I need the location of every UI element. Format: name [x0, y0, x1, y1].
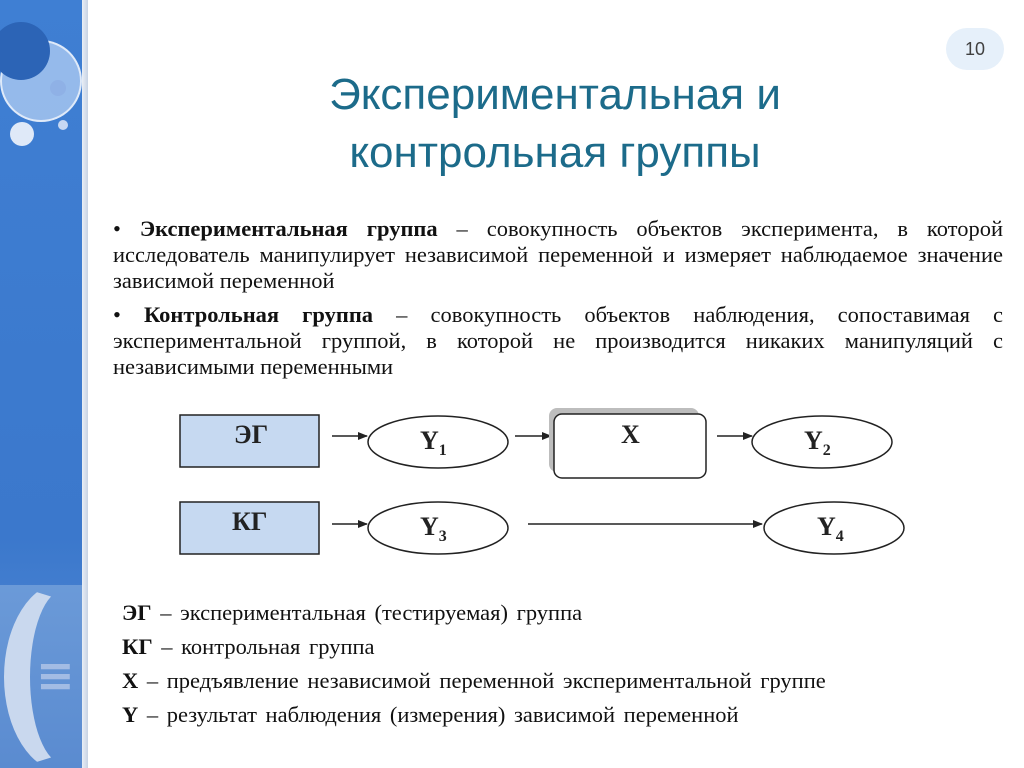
legend-text: – результат наблюдения (измерения) завис… — [138, 702, 738, 727]
title-line: Экспериментальная и — [180, 66, 930, 124]
legend-term: ЭГ — [122, 600, 152, 625]
definition-term: Экспериментальная группа — [140, 216, 438, 241]
kg-label: КГ — [232, 507, 267, 537]
legend-item: X – предъявление независимой переменной … — [122, 664, 1002, 698]
x-label: X — [621, 420, 640, 450]
legend-term: Y — [122, 702, 138, 727]
sidebar-edge — [82, 0, 88, 768]
legend-text: – предъявление независимой переменной эк… — [138, 668, 826, 693]
y4-label: Y4 — [817, 512, 844, 546]
legend-text: – контрольная группа — [153, 634, 375, 659]
eg-label: ЭГ — [234, 420, 268, 450]
definition-item: • Экспериментальная группа – совокупност… — [113, 216, 1003, 294]
definition-item: • Контрольная группа – совокупность объе… — [113, 302, 1003, 380]
legend-list: ЭГ – экспериментальная (тестируемая) гру… — [122, 596, 1002, 732]
definitions-list: • Экспериментальная группа – совокупност… — [113, 216, 1003, 388]
y3-label: Y3 — [420, 512, 447, 546]
bullet: • — [113, 216, 121, 241]
logo-mark-icon: ≡ — [36, 650, 66, 700]
legend-item: КГ – контрольная группа — [122, 630, 1002, 664]
legend-item: ЭГ – экспериментальная (тестируемая) гру… — [122, 596, 1002, 630]
bullet: • — [113, 302, 121, 327]
slide-title: Экспериментальная и контрольная группы — [180, 66, 930, 182]
bubble-decoration — [10, 122, 34, 146]
definition-term: Контрольная группа — [144, 302, 373, 327]
legend-text: – экспериментальная (тестируемая) группа — [152, 600, 583, 625]
legend-item: Y – результат наблюдения (измерения) зав… — [122, 698, 1002, 732]
experiment-diagram: ЭГ КГ Y1 Y3 X Y2 Y4 — [170, 400, 930, 570]
page-number-badge: 10 — [946, 28, 1004, 70]
y2-label: Y2 — [804, 426, 831, 460]
title-line: контрольная группы — [180, 124, 930, 182]
y1-label: Y1 — [420, 426, 447, 460]
legend-term: X — [122, 668, 138, 693]
legend-term: КГ — [122, 634, 153, 659]
bubble-decoration — [58, 120, 68, 130]
bubble-decoration — [50, 80, 66, 96]
decorative-sidebar: ≡ — [0, 0, 88, 768]
